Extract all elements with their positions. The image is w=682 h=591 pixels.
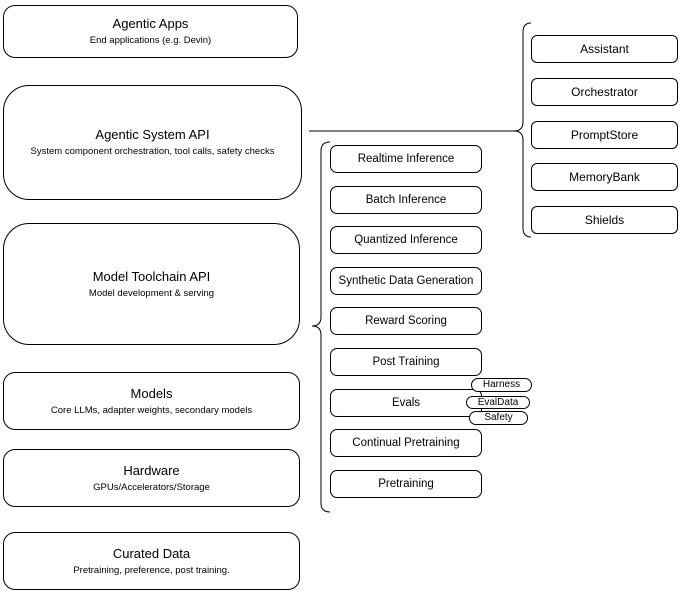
- node-evals: Evals: [330, 388, 482, 417]
- node-subtitle: End applications (e.g. Devin): [89, 35, 212, 46]
- node-subtitle: Pretraining, preference, post training.: [73, 564, 230, 576]
- system-brace: [513, 22, 532, 238]
- node-subtitle: System component orchestration, tool cal…: [30, 146, 275, 157]
- node-orchestrator: Orchestrator: [531, 77, 678, 106]
- node-title: Models: [130, 385, 173, 401]
- node-title: Agentic System API: [95, 127, 210, 142]
- node-title: Model Toolchain API: [92, 268, 211, 284]
- node-synthetic-data-generation: Synthetic Data Generation: [330, 266, 482, 295]
- node-subtitle: Core LLMs, adapter weights, secondary mo…: [50, 404, 253, 416]
- node-assistant: Assistant: [531, 35, 678, 63]
- tag-harness: Harness: [471, 378, 532, 392]
- node-post-training: Post Training: [330, 347, 482, 376]
- node-subtitle: GPUs/Accelerators/Storage: [93, 481, 210, 493]
- node-pretraining: Pretraining: [330, 469, 482, 498]
- node-curated-data: Curated Data Pretraining, preference, po…: [3, 532, 300, 590]
- node-hardware: Hardware GPUs/Accelerators/Storage: [3, 449, 300, 507]
- node-models: Models Core LLMs, adapter weights, secon…: [3, 372, 300, 430]
- node-title: Agentic Apps: [112, 16, 189, 31]
- node-quantized-inference: Quantized Inference: [330, 226, 482, 255]
- node-memorybank: MemoryBank: [531, 163, 678, 192]
- system-components-column: Assistant Orchestrator PromptStore Memor…: [531, 35, 678, 235]
- node-realtime-inference: Realtime Inference: [330, 145, 482, 173]
- node-subtitle: Model development & serving: [88, 287, 215, 299]
- node-continual-pretraining: Continual Pretraining: [330, 429, 482, 458]
- node-shields: Shields: [531, 206, 678, 235]
- node-reward-scoring: Reward Scoring: [330, 307, 482, 336]
- node-agentic-system-api: Agentic System API System component orch…: [3, 85, 302, 200]
- node-title: Curated Data: [112, 545, 191, 561]
- node-batch-inference: Batch Inference: [330, 185, 482, 214]
- node-promptstore: PromptStore: [531, 120, 678, 149]
- node-title: Hardware: [123, 462, 180, 478]
- node-agentic-apps: Agentic Apps End applications (e.g. Devi…: [3, 5, 298, 58]
- toolchain-brace: [311, 141, 331, 513]
- toolchain-column: Realtime Inference Batch Inference Quant…: [330, 145, 482, 498]
- tag-evaldata: EvalData: [466, 396, 530, 409]
- node-model-toolchain-api: Model Toolchain API Model development & …: [3, 223, 300, 345]
- tag-safety: Safety: [469, 411, 528, 425]
